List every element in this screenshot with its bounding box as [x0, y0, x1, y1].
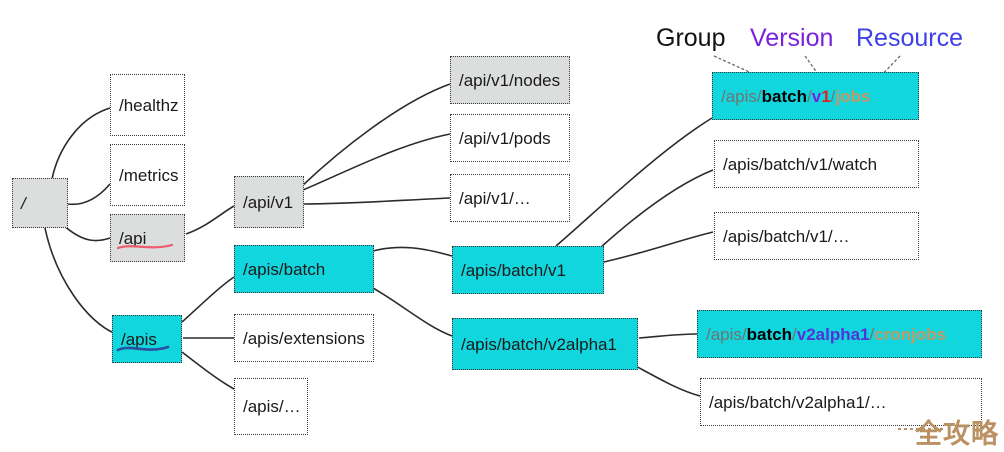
- node-batch-v1[interactable]: /apis/batch/v1: [452, 246, 604, 294]
- node-api[interactable]: /api: [110, 214, 185, 262]
- edge-batch-batchv2a1: [372, 287, 453, 337]
- node-root[interactable]: /: [12, 178, 68, 228]
- gvr-resource: cronjobs: [874, 324, 947, 344]
- node-apis-extensions[interactable]: /apis/extensions: [234, 314, 374, 362]
- gvr-sep-1: /: [741, 324, 747, 344]
- node-api-v1-pods[interactable]: /api/v1/pods: [450, 114, 570, 162]
- edge-apiv1-pods: [302, 133, 451, 191]
- gvr-sep-1: /: [756, 86, 762, 106]
- node-apis-more[interactable]: /apis/…: [234, 378, 308, 435]
- edge-apis-batch: [181, 276, 235, 323]
- edge-root-apis: [44, 227, 115, 334]
- edge-root-metrics: [67, 183, 111, 206]
- node-batch-v1-jobs[interactable]: /apis/batch/v1/jobs: [712, 72, 919, 120]
- node-api-v1[interactable]: /api/v1: [234, 176, 304, 228]
- watermark-dash-icon: [898, 428, 944, 430]
- edge-apiv1-nodes: [301, 83, 451, 187]
- edge-batchv2a1-cronjobs: [638, 333, 698, 339]
- node-apis-batch[interactable]: /apis/batch: [234, 245, 374, 293]
- gvr-version: v1: [811, 86, 831, 106]
- gvr-prefix: /apis: [706, 324, 742, 344]
- edge-batchv1-more: [603, 231, 714, 263]
- node-batch-v2alpha1[interactable]: /apis/batch/v2alpha1: [452, 318, 638, 370]
- edge-apiv1-more: [303, 197, 451, 205]
- node-batch-v1-watch[interactable]: /apis/batch/v1/watch: [714, 140, 919, 188]
- node-batch-v2alpha1-more[interactable]: /apis/batch/v2alpha1/…: [700, 378, 982, 426]
- label-resource: Resource: [856, 24, 963, 52]
- gvr-sep-2: /: [792, 324, 797, 344]
- node-healthz[interactable]: /healthz: [110, 74, 185, 136]
- gvr-sep-2: /: [807, 86, 812, 106]
- gvr-group: batch: [761, 86, 807, 106]
- gvr-group: batch: [746, 324, 792, 344]
- edge-root-healthz: [51, 107, 111, 180]
- watermark: 全攻略: [915, 419, 999, 450]
- node-batch-v2alpha1-cronjobs[interactable]: /apis/batch/v2alpha1/cronjobs: [697, 310, 982, 358]
- edge-batchv1-watch: [599, 169, 714, 249]
- gvr-resource: jobs: [835, 86, 871, 106]
- edge-batchv1-jobs: [555, 117, 713, 247]
- edge-apis-more: [181, 351, 235, 390]
- edge-api-apiv1: [185, 205, 235, 235]
- node-apis[interactable]: /apis: [112, 315, 182, 363]
- gvr-sep-3: /: [869, 324, 875, 344]
- gvr-sep-3: /: [830, 86, 836, 106]
- label-version: Version: [750, 24, 834, 52]
- node-batch-v1-more[interactable]: /apis/batch/v1/…: [714, 212, 919, 260]
- edge-batch-batchv1: [372, 246, 453, 257]
- node-api-v1-nodes[interactable]: /api/v1/nodes: [450, 56, 570, 104]
- label-group: Group: [656, 24, 726, 52]
- node-metrics[interactable]: /metrics: [110, 144, 185, 206]
- gvr-version: v2alpha1: [796, 324, 870, 344]
- edge-batchv2a1-more: [631, 363, 701, 397]
- edge-root-api: [61, 223, 111, 242]
- node-api-v1-more[interactable]: /api/v1/…: [450, 174, 570, 222]
- gvr-prefix: /apis: [721, 86, 757, 106]
